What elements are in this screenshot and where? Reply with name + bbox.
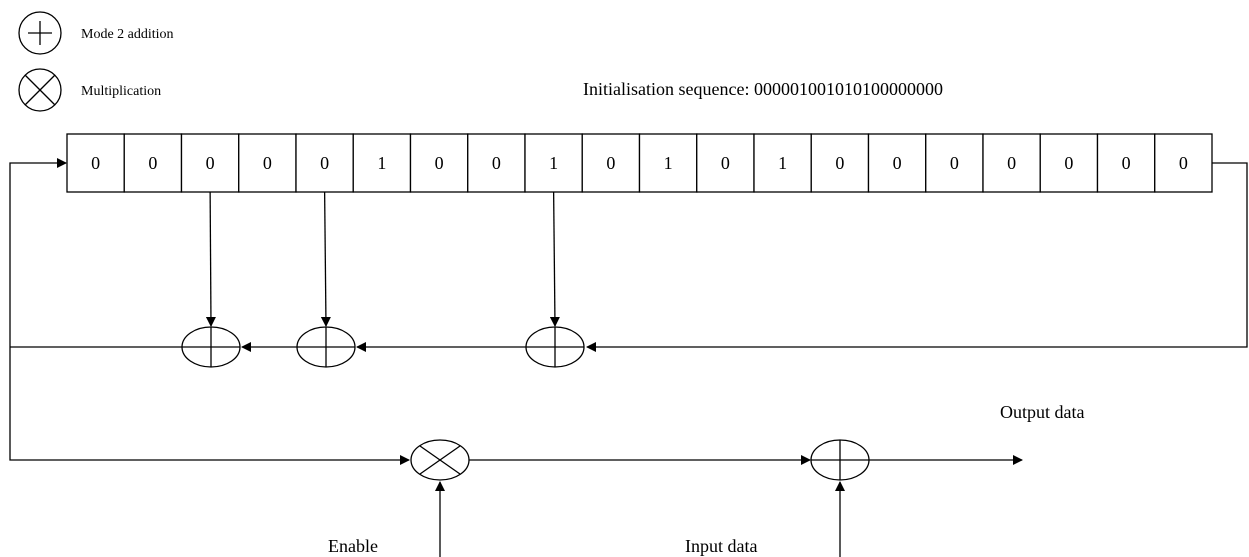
register-bit: 0 [1007,153,1016,173]
enable-label: Enable [328,536,378,556]
register-output-line [586,162,1248,352]
register-cell: 1 [524,133,583,193]
register-cell: 0 [1039,133,1099,193]
register-bit: 0 [721,153,730,173]
register-cell: 0 [467,133,526,193]
register-bit: 0 [320,153,329,173]
register-cell: 0 [66,133,125,193]
register-bit: 0 [950,153,959,173]
register-bit: 0 [91,153,100,173]
register-bit: 0 [1179,153,1188,173]
xor-gate-3 [525,326,585,368]
shift-register: 0 0 0 0 0 1 0 0 1 0 1 0 1 0 0 0 0 0 0 0 [66,133,1213,193]
register-cell: 0 [1154,133,1213,193]
register-bit: 0 [1064,153,1073,173]
register-bit: 1 [377,153,386,173]
tap-lines [205,191,560,327]
output-adder-gate [810,439,870,481]
register-cell: 1 [753,133,812,193]
tap-line [320,191,331,327]
register-bit: 0 [148,153,157,173]
legend-addition-icon [18,11,62,55]
tap-line [549,191,560,327]
register-bit: 0 [263,153,272,173]
input-data-label: Input data [685,536,757,556]
xor-gate-2 [296,326,356,368]
legend-multiplication-icon [18,68,62,112]
init-sequence-caption: Initialisation sequence: 000001001010100… [583,79,943,99]
register-bit: 0 [893,153,902,173]
register-bit: 0 [435,153,444,173]
register-cell: 0 [696,133,755,193]
register-cell: 0 [982,133,1041,193]
register-cell: 0 [867,133,927,193]
register-bit: 0 [1122,153,1131,173]
register-cell: 0 [581,133,641,193]
legend-multiplication-label: Multiplication [81,84,161,99]
register-bit: 1 [664,153,673,173]
register-cell: 1 [638,133,698,193]
register-bit: 1 [778,153,787,173]
register-cell: 0 [409,133,469,193]
register-cell: 0 [238,133,297,193]
multiplier-gate [410,439,470,481]
xor-gate-1 [181,326,241,368]
feedback-input-arrow [9,158,67,345]
register-cell: 1 [352,133,412,193]
register-cell: 0 [295,133,354,193]
register-bit: 1 [549,153,558,173]
tap-line [205,191,216,327]
register-bit: 0 [492,153,501,173]
register-cell: 0 [810,133,870,193]
legend-addition-label: Mode 2 addition [81,27,174,42]
register-cell: 0 [925,133,984,193]
register-cell: 0 [123,133,183,193]
register-cell: 0 [1096,133,1156,193]
output-data-label: Output data [1000,402,1084,422]
legend: Mode 2 addition Multiplication [18,11,174,112]
register-cell: 0 [180,133,240,193]
sequence-to-multiplier-arrow [9,345,410,465]
register-bit: 0 [835,153,844,173]
register-bit: 0 [606,153,615,173]
register-bit: 0 [206,153,215,173]
